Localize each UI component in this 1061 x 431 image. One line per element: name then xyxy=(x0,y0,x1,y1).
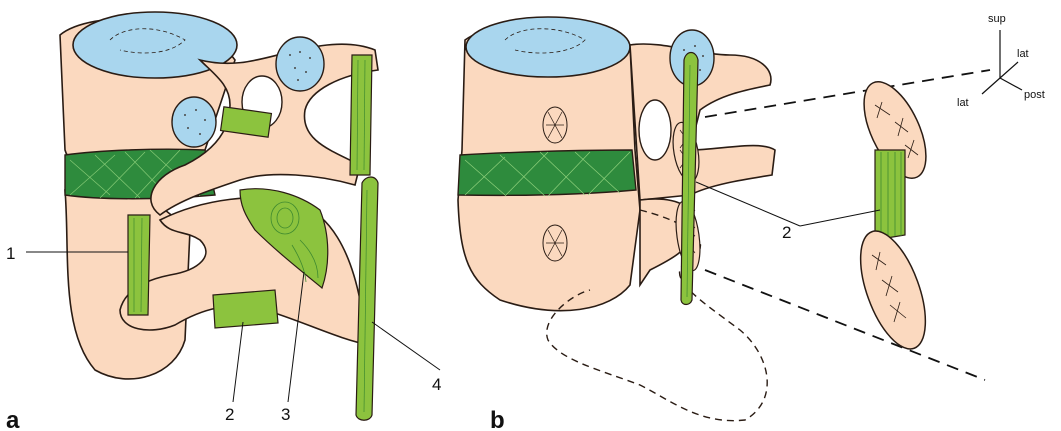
axis-lat-left: lat xyxy=(957,97,969,109)
facet-superior xyxy=(276,37,324,91)
panel-a-illustration xyxy=(60,12,378,420)
label-4: 4 xyxy=(432,375,441,394)
panel-b-leader-detail xyxy=(800,210,880,226)
detail-ligament-fibers xyxy=(875,150,905,240)
label-3: 3 xyxy=(281,405,290,424)
axis-post: post xyxy=(1024,89,1045,101)
axis-sup: sup xyxy=(988,13,1006,25)
projection-lines xyxy=(705,70,990,380)
axis-lat-right: lat xyxy=(1017,48,1029,60)
panel-label-b: b xyxy=(490,407,505,431)
orientation-axes xyxy=(982,30,1022,94)
label-2-panel-a: 2 xyxy=(225,405,234,424)
intervertebral-disc-b xyxy=(458,150,636,195)
endplate-b xyxy=(466,17,630,77)
label-2-panel-b: 2 xyxy=(782,223,791,242)
detail-ligament xyxy=(847,73,938,357)
ligament-lower-block xyxy=(213,290,278,328)
facet-left xyxy=(172,97,216,147)
panel-b-illustration xyxy=(458,17,775,421)
panel-label-a: a xyxy=(6,407,20,431)
label-1: 1 xyxy=(6,244,15,263)
intertransverse-ligament xyxy=(128,215,150,315)
detail-attachment-lower xyxy=(847,223,938,357)
panel-b-leader xyxy=(696,182,800,226)
interspinous-ligament-upper xyxy=(350,55,372,175)
